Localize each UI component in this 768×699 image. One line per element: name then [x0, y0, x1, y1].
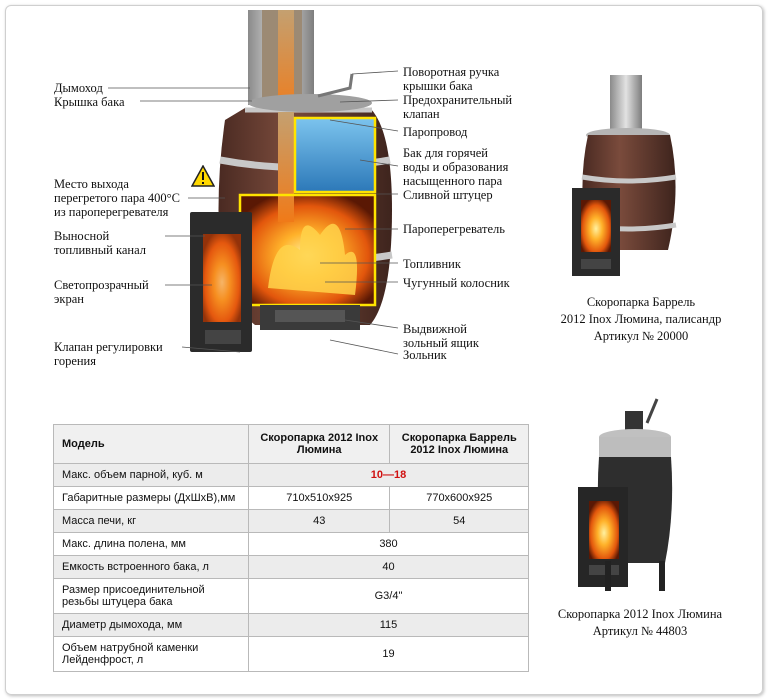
header-col1-line2: Люмина: [296, 444, 342, 456]
row-name: Макс. длина полена, мм: [53, 532, 249, 556]
row-value: 115: [248, 613, 529, 637]
row-value-col2: 54: [389, 509, 529, 533]
caption-standard-line1: Скоропарка 2012 Inox Люмина: [557, 607, 723, 621]
label-steam-exit-1: Место выхода: [54, 177, 129, 191]
row-name-line2: Лейденфрост, л: [62, 654, 144, 666]
row-name: Масса печи, кг: [53, 509, 249, 533]
header-col2-line1: Скоропарка Баррель: [401, 432, 517, 444]
label-glass-screen-1: Светопрозрачный: [54, 278, 149, 292]
row-value-col1: 710х510х925: [247, 486, 391, 510]
row-name-line1: Размер присоединительной: [62, 584, 205, 596]
label-glass-screen-2: экран: [54, 292, 84, 306]
row-name: Диаметр дымохода, мм: [53, 613, 249, 637]
caption-standard-line2: Артикул № 44803: [592, 624, 688, 638]
table-row: Емкость встроенного бака, л 40: [53, 555, 529, 579]
warning-icon: [191, 165, 215, 187]
label-ash-drawer-2: зольный ящик: [403, 336, 479, 350]
row-value: 19: [248, 636, 529, 672]
row-name: Размер присоединительной резьбы штуцера …: [53, 578, 249, 614]
label-draft-valve-1: Клапан регулировки: [54, 340, 163, 354]
label-safety-valve-1: Предохранительный: [403, 93, 513, 107]
label-ash-pit: Зольник: [403, 348, 447, 362]
label-steam-exit-3: из пароперегревателя: [54, 205, 169, 219]
label-drain-fitting: Сливной штуцер: [403, 188, 493, 202]
header-model: Модель: [53, 424, 249, 464]
barrel-stove-image: [572, 75, 677, 276]
label-fuel-channel-1: Выносной: [54, 229, 110, 243]
table-row: Макс. длина полена, мм 380: [53, 532, 529, 556]
label-water-tank-3: насыщенного пара: [403, 174, 503, 188]
label-firebox: Топливник: [403, 257, 461, 271]
row-value-col1: 43: [247, 509, 391, 533]
label-grate: Чугунный колосник: [403, 276, 510, 290]
label-water-tank-1: Бак для горячей: [403, 146, 488, 160]
label-steam-pipe: Паропровод: [403, 125, 468, 139]
row-value: 40: [248, 555, 529, 579]
row-value-col2: 770х600х925: [389, 486, 529, 510]
label-water-tank-2: воды и образования: [403, 160, 509, 174]
table-row: Макс. объем парной, куб. м 10—18: [53, 463, 529, 487]
label-ash-drawer-1: Выдвижной: [403, 322, 467, 336]
row-value: 380: [248, 532, 529, 556]
caption-barrel: Скоропарка Баррель 2012 Inox Люмина, пал…: [556, 294, 726, 345]
header-col1-line1: Скоропарка 2012 Inox: [260, 432, 379, 444]
row-name-line1: Объем натрубной каменки: [62, 642, 199, 654]
table-row: Габаритные размеры (ДхШхВ),мм 710х510х92…: [53, 486, 529, 510]
table-row: Масса печи, кг 43 54: [53, 509, 529, 533]
header-col2: Скоропарка Баррель 2012 Inox Люмина: [389, 424, 529, 464]
label-handle-1: Поворотная ручка: [403, 65, 500, 79]
header-col1: Скоропарка 2012 Inox Люмина: [247, 424, 391, 464]
table-row: Объем натрубной каменки Лейденфрост, л 1…: [53, 636, 529, 672]
label-chimney: Дымоход: [54, 81, 103, 95]
table-row: Диаметр дымохода, мм 115: [53, 613, 529, 637]
table-header-row: Модель Скоропарка 2012 Inox Люмина Скоро…: [53, 424, 529, 464]
leader-lines: [108, 70, 399, 355]
caption-standard: Скоропарка 2012 Inox Люмина Артикул № 44…: [540, 606, 740, 640]
row-name: Емкость встроенного бака, л: [53, 555, 249, 579]
row-value: G3/4": [248, 578, 529, 614]
row-name-line2: резьбы штуцера бака: [62, 596, 173, 608]
label-fuel-channel-2: топливный канал: [54, 243, 146, 257]
spec-table: Модель Скоропарка 2012 Inox Люмина Скоро…: [53, 424, 529, 672]
stove-cutaway-illustration: [190, 10, 393, 352]
label-draft-valve-2: горения: [54, 354, 96, 368]
caption-barrel-line3: Артикул № 20000: [593, 329, 689, 343]
caption-barrel-line2: 2012 Inox Люмина, палисандр: [560, 312, 722, 326]
label-handle-2: крышки бака: [403, 79, 473, 93]
standard-stove-image: [578, 398, 673, 591]
label-superheater: Пароперегреватель: [403, 222, 505, 236]
label-safety-valve-2: клапан: [403, 107, 440, 121]
caption-barrel-line1: Скоропарка Баррель: [586, 295, 696, 309]
row-name: Макс. объем парной, куб. м: [53, 463, 249, 487]
label-tank-lid: Крышка бака: [54, 95, 125, 109]
page-frame: [5, 5, 763, 695]
header-col2-line2: 2012 Inox Люмина: [410, 444, 509, 456]
row-name: Объем натрубной каменки Лейденфрост, л: [53, 636, 249, 672]
row-name: Габаритные размеры (ДхШхВ),мм: [53, 486, 249, 510]
label-steam-exit-2: перегретого пара 400°С: [54, 191, 180, 205]
table-row: Размер присоединительной резьбы штуцера …: [53, 578, 529, 614]
row-value: 10—18: [248, 463, 529, 487]
